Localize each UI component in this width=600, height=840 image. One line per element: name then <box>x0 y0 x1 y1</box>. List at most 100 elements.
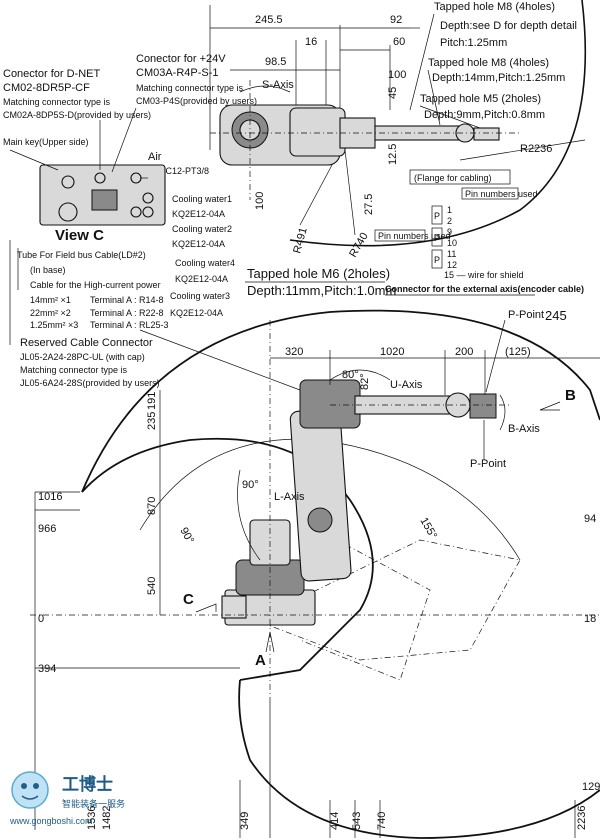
u-axis-label: U-Axis <box>390 379 423 391</box>
pin-table: P 1 2 P 9 10 P 11 12 15 — wire for shiel… <box>431 205 524 280</box>
dim-191: 191 <box>146 392 158 410</box>
dim-12-5: 12.5 <box>387 144 399 165</box>
cable-row-1-term: Terminal A : R14-8 <box>90 295 164 305</box>
dim-98-5: 98.5 <box>265 56 286 68</box>
right-18: 18 <box>584 613 596 625</box>
cable-note: Cable for the High-current power <box>30 280 161 290</box>
dim-27-5: 27.5 <box>363 194 375 215</box>
p24-title: Conector for +24V <box>136 53 226 65</box>
svg-text:2: 2 <box>447 216 452 226</box>
dim-320: 320 <box>285 346 303 358</box>
svg-text:10: 10 <box>447 238 457 248</box>
radius-2236: R2236 <box>520 143 552 155</box>
dnet-match: Matching connector type is <box>3 97 111 107</box>
p-point-top: P-Point <box>508 309 544 321</box>
dim-870: 870 <box>146 497 158 515</box>
cable-row-3-term: Terminal A : RL25-3 <box>90 320 169 330</box>
bottom-2236: 2236 <box>576 806 588 830</box>
dim-92: 92 <box>390 14 402 26</box>
bottom-349: 349 <box>239 812 251 830</box>
wire-shield-note: 15 — wire for shield <box>444 270 524 280</box>
radius-491: R491 <box>291 226 309 255</box>
dim-45: 45 <box>387 87 399 99</box>
note-m5: Tapped hole M5 (2holes) <box>420 93 541 105</box>
bottom-543: 543 <box>351 812 363 830</box>
cable-row-3: 1.25mm² ×3 <box>30 320 78 330</box>
view-c-panel: Conector for D-NET CM02-8DR5P-CF Matchin… <box>3 53 257 388</box>
svg-text:9: 9 <box>447 227 452 237</box>
s-axis-label: S-Axis <box>262 79 294 91</box>
angle-155: 155° <box>417 516 439 542</box>
air-part: EPFC12-PT3/8 <box>148 166 209 176</box>
logo-sub: 智能装备一服务 <box>62 798 125 809</box>
cooling-water-1-part: KQ2E12-04A <box>172 209 225 219</box>
note-m8a-depth: Depth:see D for depth detail <box>440 20 577 32</box>
dim-100-left: 100 <box>254 192 266 210</box>
reserved-match-part: JL05-6A24-28S(provided by users) <box>20 378 160 388</box>
angle-90b: 90° <box>177 526 196 546</box>
air-label: Air <box>148 151 162 163</box>
dim-100-top: 100 <box>388 69 406 81</box>
tube-note: Tube For Field bus Cable(LD#2) <box>17 250 146 260</box>
svg-text:1: 1 <box>447 205 452 215</box>
dim-60: 60 <box>393 36 405 48</box>
svg-text:P: P <box>434 255 440 265</box>
note-m5-depth: Depth:9mm,Pitch:0.8mm <box>424 109 545 121</box>
view-a-marker: A <box>255 652 266 669</box>
bottom-1482: 1482 <box>101 806 113 830</box>
dim-125: (125) <box>505 346 531 358</box>
logo-name: 工博士 <box>62 774 113 794</box>
svg-text:11: 11 <box>447 249 456 259</box>
in-base-note: (In base) <box>30 265 66 275</box>
note-external-axis-connector: Connector for the external axis(encoder … <box>385 284 584 294</box>
view-c-marker: C <box>183 591 194 608</box>
angle-82: 82° <box>359 373 371 390</box>
reserved-connector: Reserved Cable Connector <box>20 337 153 349</box>
svg-text:12: 12 <box>447 260 457 270</box>
dim-235: 235 <box>146 412 158 430</box>
dim-1020: 1020 <box>380 346 404 358</box>
main-key-note: Main key(Upper side) <box>3 137 89 147</box>
cooling-water-1: Cooling water1 <box>172 194 232 204</box>
cooling-water-3: Cooling water3 <box>170 291 230 301</box>
cable-row-1: 14mm² ×1 <box>30 295 71 305</box>
bottom-414: 414 <box>329 812 341 830</box>
note-m8a-pitch: Pitch:1.25mm <box>440 37 507 49</box>
note-m6-depth: Depth:11mm,Pitch:1.0mm <box>247 283 396 298</box>
reserved-match: Matching connector type is <box>20 365 128 375</box>
reserved-part: JL05-2A24-28PC-UL (with cap) <box>20 352 145 362</box>
note-m8b: Tapped hole M8 (4holes) <box>428 57 549 69</box>
y-966: 966 <box>38 523 56 535</box>
l-axis-label: L-Axis <box>274 491 305 503</box>
cooling-water-3-part: KQ2E12-04A <box>170 308 223 318</box>
dim-200: 200 <box>455 346 473 358</box>
b-axis-label: B-Axis <box>508 423 540 435</box>
p24-part: CM03A-R4P-S-1 <box>136 67 219 79</box>
right-94: 94 <box>584 513 596 525</box>
dnet-title: Conector for D-NET <box>3 68 100 80</box>
dim-245-5: 245.5 <box>255 14 283 26</box>
note-m8b-depth: Depth:14mm,Pitch:1.25mm <box>432 72 565 84</box>
pin-used-note-top: Pin numbers used <box>465 189 538 199</box>
logo-url: www.gongboshi.com <box>9 816 93 826</box>
top-view: 245.5 92 16 60 98.5 100 45 12.5 100 27.5… <box>209 0 587 298</box>
angle-90a: 90° <box>242 479 259 491</box>
cable-row-2: 22mm² ×2 <box>30 308 71 318</box>
view-c-label: View C <box>55 227 104 244</box>
view-b-marker: B <box>565 387 576 404</box>
watermark-logo: 工博士 智能装备一服务 www.gongboshi.com <box>9 771 125 826</box>
cooling-water-4-part: KQ2E12-04A <box>175 274 228 284</box>
bottom-1536: 1536 <box>86 806 98 830</box>
svg-text:P: P <box>434 211 440 221</box>
cable-row-2-term: Terminal A : R22-8 <box>90 308 164 318</box>
dim-245-side: 245 <box>545 308 567 323</box>
dnet-match-part: CM02A-8DP5S-D(provided by users) <box>3 110 151 120</box>
y-1016: 1016 <box>38 491 62 503</box>
dnet-part: CM02-8DR5P-CF <box>3 82 90 94</box>
p24-match-part: CM03-P4S(provided by users) <box>136 96 257 106</box>
p24-match: Matching connector type is <box>136 83 244 93</box>
flange-note: (Flange for cabling) <box>414 173 492 183</box>
bottom-740: 740 <box>376 812 388 830</box>
right-129: 129 <box>582 781 600 793</box>
